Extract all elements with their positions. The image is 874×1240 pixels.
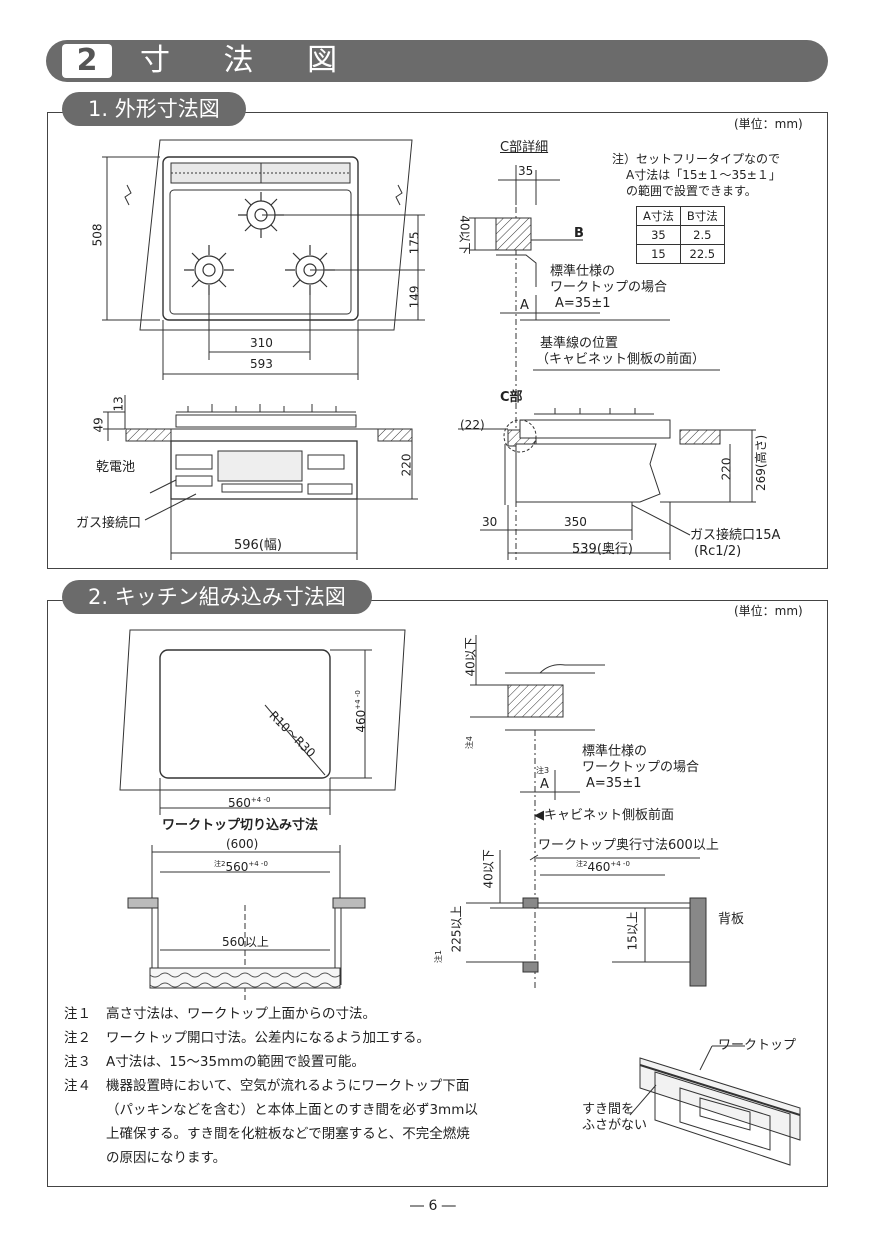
chapter-number: 2 [62,44,112,78]
cutout-opening [159,649,331,779]
back-panel-label: 背板 [718,912,745,927]
rc-label: (Rc1/2) [694,544,742,559]
c-part-label: C部 [500,390,523,405]
set-free-note-1: 注）セットフリータイプなので [612,152,781,166]
table-cell: 2.5 [679,225,725,245]
label-a: A [520,298,529,313]
page-number: ― 6 ― [410,1198,456,1214]
std2-spec-1: 標準仕様の [582,744,648,759]
dim-width: 596(幅) [234,538,282,553]
dim-40-max: 40以下 [457,215,472,255]
dim-350: 350 [564,515,587,529]
section1-frame [47,112,828,569]
dim-560-opening: 注2560+4 -0 [214,860,268,874]
gas-15a-label: ガス接続口15A [690,528,781,543]
set-free-note-2: A寸法は「15±１～35±１」 [626,168,781,182]
dim-593: 593 [250,357,273,371]
dim-35: 35 [518,164,534,178]
cabinet-front-label: ◀キャビネット側板前面 [534,808,675,823]
table-cell: 22.5 [679,244,725,264]
cutout-title: ワークトップ切り込み寸法 [162,818,319,833]
dim-460-opening: 注2460+4 -0 [576,860,630,874]
dim-22: (22) [460,418,485,432]
dim-15-min: 15以上 [625,911,640,951]
section1-title: 1. 外形寸法図 [62,92,246,126]
dim-220-front: 220 [399,453,414,477]
note-item: 上確保する。すき間を化粧板などで閉塞すると、不完全燃焼 [106,1126,470,1142]
worktop-label: ワークトップ [718,1038,797,1053]
note1-mark: 注1 [433,950,443,964]
dim-460-cutout: 460+4 -0 [353,690,368,733]
dim-30: 30 [482,515,498,529]
top-view-counter [139,139,413,331]
detail-title: C部詳細 [500,140,549,155]
std-spec-2: ワークトップの場合 [550,280,668,295]
dim-49: 49 [91,417,106,433]
dim-269-height: 269(高さ) [754,434,769,492]
dim-310: 310 [250,336,273,350]
cutout-counter [119,629,406,791]
section2-title: 2. キッチン組み込み寸法図 [62,580,372,614]
note3-mark: 注3 [536,766,550,775]
label-b: B [574,226,584,241]
std-spec-1: 標準仕様の [550,264,616,279]
dim-220-side: 220 [719,457,734,481]
dim-560-cutout: 560+4 -0 [228,796,271,810]
ref-line-1: 基準線の位置 [540,336,619,351]
std-spec-3: A=35±1 [555,296,611,311]
section2-frame [47,600,828,1187]
top-view-cooktop [162,156,359,321]
dim-40-max-a: 40以下 [463,637,478,677]
front-view-counter-left [125,428,172,442]
dim-13: 13 [111,396,126,412]
front-view-counter-right [377,428,413,442]
table-cell: 15 [636,244,681,264]
note-item: の原因になります。 [106,1150,227,1166]
set-free-note-3: の範囲で設置できます。 [626,184,757,198]
gas-connection-label: ガス接続口 [76,516,142,531]
battery-label: 乾電池 [96,460,136,475]
table-header: A寸法 [636,206,681,226]
chapter-banner [46,40,828,82]
worktop-depth-label: ワークトップ奥行寸法600以上 [538,838,719,853]
table-cell: 35 [636,225,681,245]
section1-unit: (単位：mm) [734,117,803,131]
arrow-left-icon: ◀ [534,808,544,823]
gap-label-2: ふさがない [582,1118,648,1133]
dim-40-max-b: 40以下 [481,849,496,889]
ref-line-2: （キャビネット側板の前面） [536,352,706,367]
gap-label-1: すき間を [582,1102,635,1117]
dim-600: (600) [226,837,259,851]
dim-225-min: 225以上 [449,905,464,953]
dim-508: 508 [90,223,105,247]
chapter-title: 寸 法 図 [140,43,360,78]
table-header: B寸法 [679,206,725,226]
dim-149: 149 [407,285,422,309]
note-item: （パッキンなどを含む）と本体上面とのすき間を必ず3mm以 [106,1102,478,1118]
dim-560-min: 560以上 [222,935,269,949]
label-a2: A [540,777,549,792]
note4-mark: 注4 [464,736,474,750]
section2-unit: (単位：mm) [734,604,803,618]
std2-spec-2: ワークトップの場合 [582,760,700,775]
dim-175: 175 [407,231,422,255]
dim-depth: 539(奥行) [572,542,633,557]
std2-spec-3: A=35±1 [586,776,642,791]
